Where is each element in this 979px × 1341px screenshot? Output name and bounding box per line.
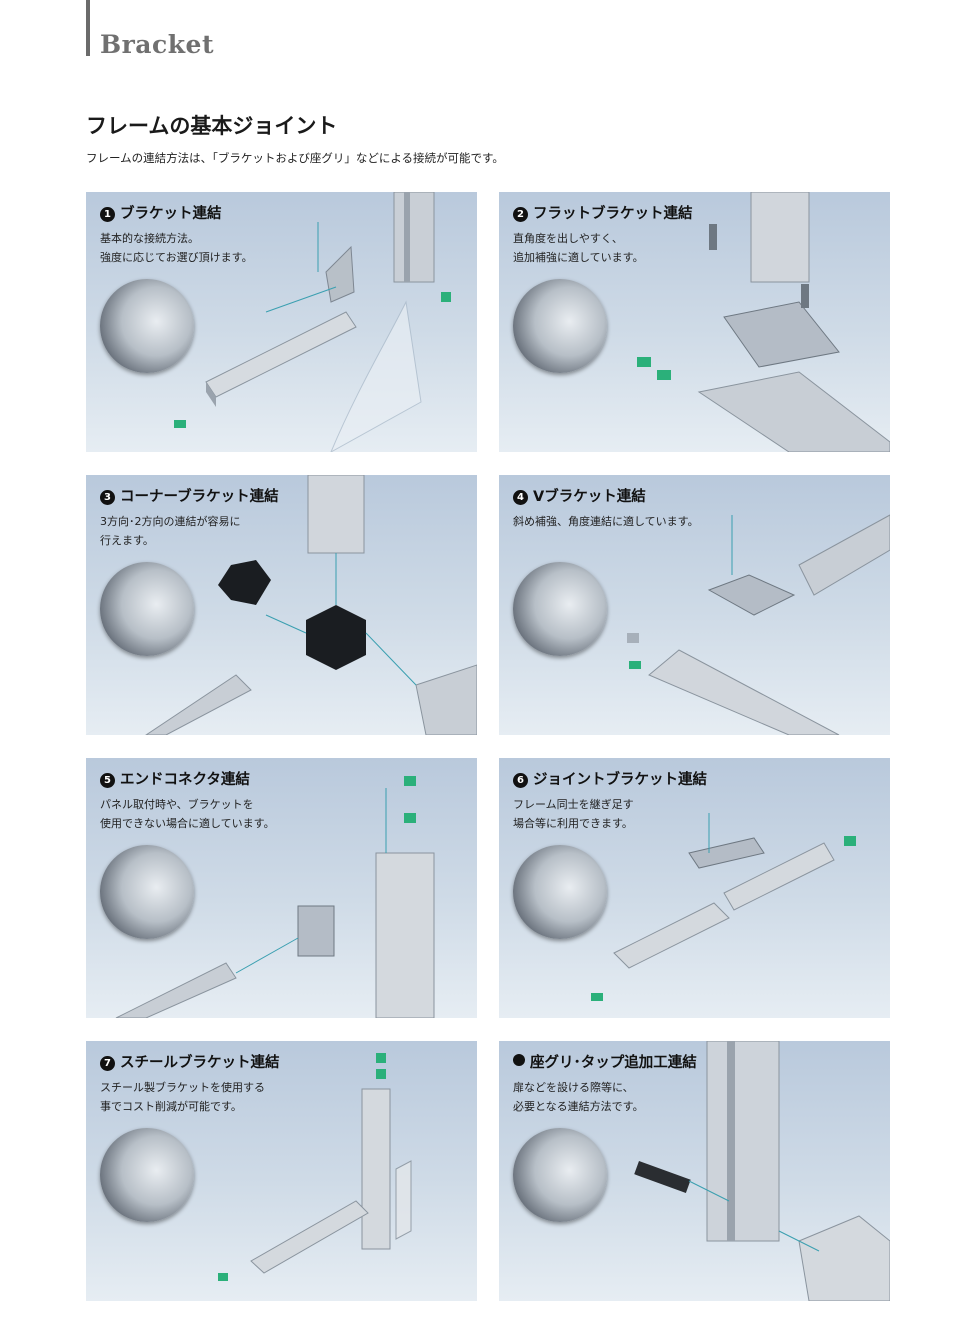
panel-description: 扉などを設ける際等に、必要となる連結方法です。 (513, 1081, 644, 1113)
panel-description: 3方向･2方向の連結が容易に行えます。 (100, 515, 241, 547)
header-accent-bar (86, 0, 90, 56)
panel-description: 直角度を出しやすく、追加補強に適しています。 (513, 232, 644, 264)
detail-photo (513, 279, 607, 373)
illustration-steel-bracket-joint (218, 1053, 412, 1281)
brand-heading: Bracket (100, 30, 214, 59)
detail-photo (100, 279, 194, 373)
illustration-end-connector-joint (115, 776, 435, 1018)
detail-photo (513, 1128, 607, 1222)
panel-description: 基本的な接続方法。強度に応じてお選び頂けます。 (100, 232, 253, 264)
detail-photo (513, 845, 607, 939)
illustration-bracket-joint (174, 192, 451, 452)
panel-description: スチール製ブラケットを使用する事でコスト削減が可能です。 (100, 1081, 265, 1113)
illustration-flat-bracket-joint (637, 192, 890, 452)
page-intro: フレームの連結方法は、「ブラケットおよび座グリ」などによる接続が可能です。 (86, 151, 504, 165)
panel-description: 斜め補強、角度連結に適しています。 (513, 515, 699, 528)
illustration-counterbore-tap-joint (634, 1041, 890, 1301)
illustration-joint-bracket-joint (591, 813, 856, 1001)
panel-counterbore-tap-joint: 座グリ･タップ追加工連結 扉などを設ける際等に、必要となる連結方法です。 (499, 1041, 890, 1301)
detail-photo (100, 1128, 194, 1222)
panel-title: 座グリ･タップ追加工連結 (513, 1051, 697, 1072)
detail-photo (100, 845, 194, 939)
panel-number: 1 (100, 207, 115, 222)
page-title: フレームの基本ジョイント (86, 114, 338, 138)
panel-description: パネル取付時や、ブラケットを使用できない場合に適しています。 (100, 798, 275, 830)
detail-photo (100, 562, 194, 656)
illustration-corner-bracket-joint (145, 475, 477, 735)
detail-photo (513, 562, 607, 656)
panel-description: フレーム同士を継ぎ足す場合等に利用できます。 (513, 798, 634, 830)
illustration-v-bracket-joint (627, 514, 890, 735)
